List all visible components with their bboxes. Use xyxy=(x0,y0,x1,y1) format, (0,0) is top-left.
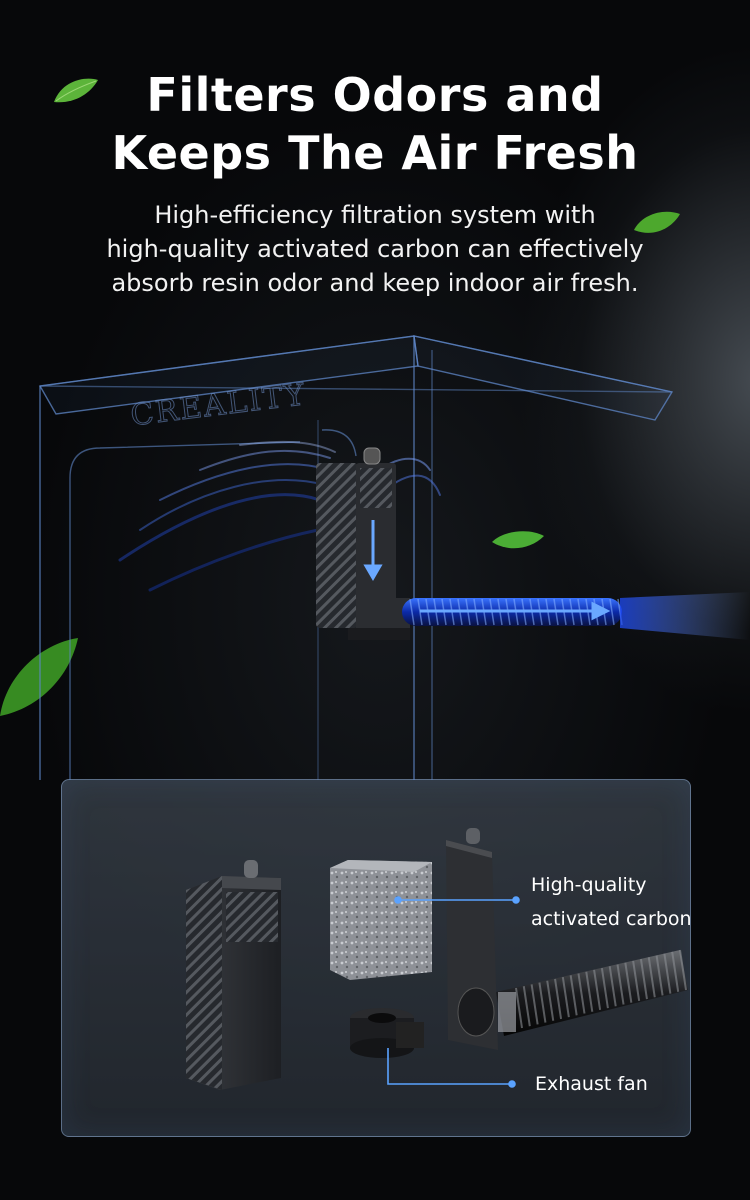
carbon-block xyxy=(330,860,432,980)
exhaust-hose xyxy=(402,592,750,640)
callout-lines xyxy=(387,896,520,1088)
leaf-icon xyxy=(54,78,98,103)
product-parts xyxy=(186,828,688,1090)
page-subtitle: High-efficiency filtration system with h… xyxy=(0,198,750,300)
callout-carbon-line: High-quality xyxy=(531,874,647,896)
callout-carbon: High-quality activated carbon xyxy=(531,868,692,936)
page-title: Filters Odors and Keeps The Air Fresh xyxy=(0,66,750,182)
title-line: Filters Odors and xyxy=(146,68,604,122)
subtitle-line: high-quality activated carbon can effect… xyxy=(106,235,644,263)
black-hose xyxy=(496,949,688,1036)
filter-housing xyxy=(186,860,281,1090)
subtitle-line: High-efficiency filtration system with xyxy=(154,201,596,229)
callout-carbon-line: activated carbon xyxy=(531,908,692,930)
filter-unit xyxy=(316,447,410,640)
title-line: Keeps The Air Fresh xyxy=(111,126,639,180)
back-plate xyxy=(446,828,498,1050)
leaf-icon xyxy=(0,638,78,716)
leaf-icon xyxy=(634,211,680,233)
flow-arrow-down xyxy=(363,520,383,581)
subtitle-line: absorb resin odor and keep indoor air fr… xyxy=(111,269,639,297)
exhaust-fan xyxy=(350,1008,424,1058)
leaf-icon xyxy=(492,531,544,549)
callout-exhaust-fan: Exhaust fan xyxy=(535,1073,648,1095)
